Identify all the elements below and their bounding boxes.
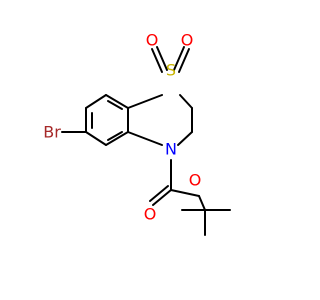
bond-c9-c4a bbox=[105, 94, 129, 109]
sulfonyl-double-bond-left-b bbox=[156, 46, 168, 71]
sulfonyl-double-bond-left-a bbox=[151, 48, 163, 73]
bond-ester-oxygen-tert-butyl-carbon bbox=[198, 195, 206, 211]
sulfur-atom-label: S bbox=[166, 61, 176, 80]
aromatic-double-bond-upper bbox=[107, 100, 123, 110]
bond-n-c8a bbox=[127, 131, 163, 146]
sulfonyl-oxygen-left-label: O bbox=[146, 31, 159, 50]
bond-c6-c7 bbox=[85, 131, 107, 146]
ester-oxygen-label: O bbox=[189, 171, 202, 190]
carbonyl-double-bond-a bbox=[152, 189, 172, 206]
bond-c5-c6 bbox=[105, 131, 129, 146]
carbonyl-oxygen-label: O bbox=[144, 205, 157, 224]
bond-carbonyl-carbon-ester-oxygen bbox=[170, 189, 200, 197]
canvas-background bbox=[0, 0, 300, 300]
nitrogen-atom-label: N bbox=[165, 140, 177, 159]
aromatic-double-bond-lower bbox=[107, 131, 123, 141]
sulfonyl-double-bond-right-a bbox=[173, 46, 185, 71]
bond-c8-c9 bbox=[85, 94, 107, 109]
bromine-atom-label: Br bbox=[43, 123, 61, 142]
molecule-structure: S O O N Br O O bbox=[0, 0, 300, 300]
carbonyl-double-bond-b bbox=[149, 185, 169, 202]
bond-c3-n bbox=[177, 131, 193, 146]
bond-s-c2 bbox=[179, 94, 193, 109]
sulfonyl-double-bond-right-b bbox=[178, 48, 190, 73]
sulfonyl-oxygen-right-label: O bbox=[181, 31, 194, 50]
bond-c4a-s bbox=[127, 94, 163, 109]
